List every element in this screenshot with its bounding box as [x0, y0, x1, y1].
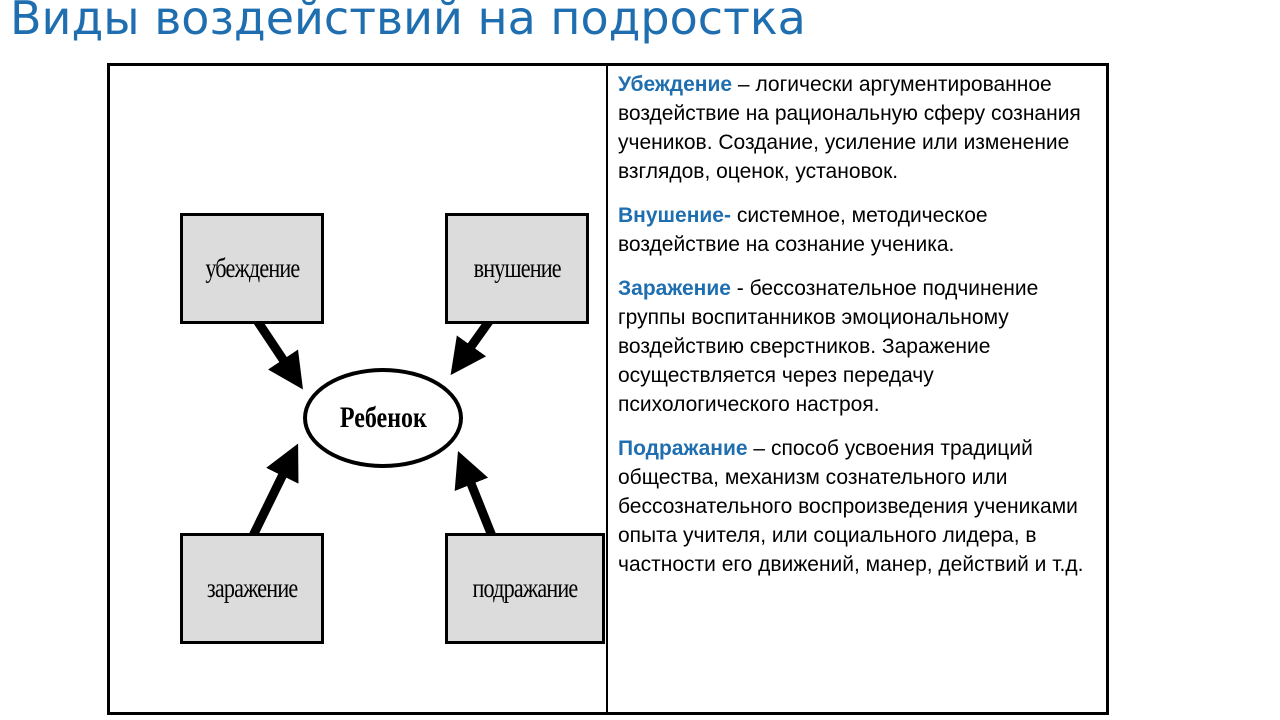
- influence-diagram: убеждение внушение заражение подражание …: [110, 66, 606, 712]
- definition-persuasion: Убеждение – логически аргументированное …: [618, 70, 1102, 186]
- box-contagion-label: заражение: [206, 573, 298, 603]
- box-suggestion-label: внушение: [473, 253, 561, 283]
- definition-text: - бессознательное подчинение группы восп…: [618, 277, 1039, 416]
- definition-text: системное, методическое воздействие на с…: [618, 204, 988, 256]
- definition-term: Заражение: [618, 277, 731, 300]
- box-persuasion: убеждение: [180, 213, 324, 324]
- definition-suggestion: Внушение- системное, методическое воздей…: [618, 201, 1102, 259]
- box-imitation: подражание: [445, 533, 605, 644]
- definition-text: – способ усвоения традиций общества, мех…: [618, 437, 1084, 576]
- definition-imitation: Подражание – способ усвоения традиций об…: [618, 434, 1102, 579]
- center-child-label: Ребенок: [339, 401, 427, 434]
- definition-term: Подражание: [618, 437, 748, 460]
- definitions-column: Убеждение – логически аргументированное …: [618, 70, 1102, 594]
- slide-title: Виды воздействий на подростка: [10, 0, 806, 45]
- box-contagion: заражение: [180, 533, 324, 644]
- column-divider: [606, 65, 608, 713]
- definition-term: Внушение-: [618, 204, 731, 227]
- content-frame: [107, 63, 1109, 715]
- box-imitation-label: подражание: [472, 573, 579, 603]
- box-suggestion: внушение: [445, 213, 589, 324]
- definition-text: – логически аргументированное воздействи…: [618, 73, 1081, 183]
- definition-term: Убеждение: [618, 73, 733, 96]
- definition-contagion: Заражение - бессознательное подчинение г…: [618, 274, 1102, 419]
- box-persuasion-label: убеждение: [204, 253, 300, 283]
- center-child-oval: Ребенок: [303, 368, 463, 468]
